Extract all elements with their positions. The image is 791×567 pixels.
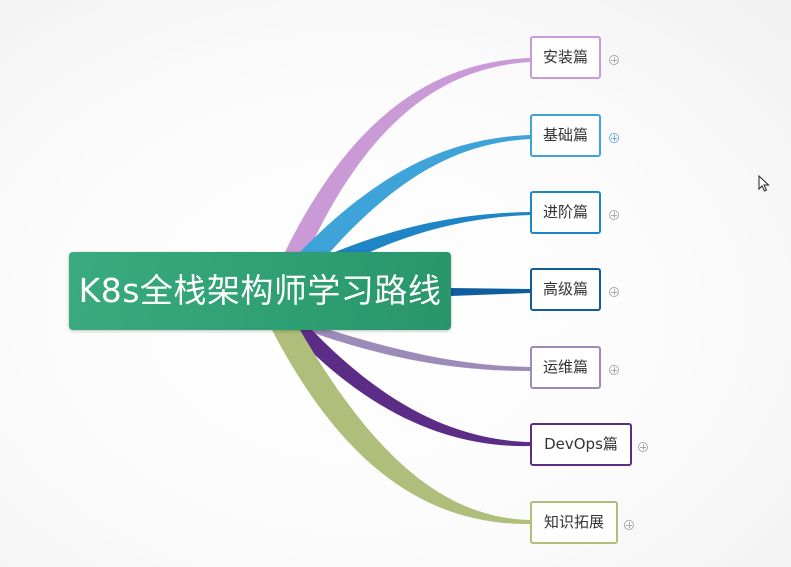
branch-connector-zhishi <box>272 330 530 525</box>
branch-connector-devops <box>290 330 530 447</box>
branch-connector-jichu <box>300 135 530 252</box>
expand-anzhuang-plus-icon[interactable] <box>609 55 619 65</box>
expand-zhishi-plus-icon[interactable] <box>624 520 634 530</box>
expand-jinjie-plus-icon[interactable] <box>609 210 619 220</box>
topic-zhishi[interactable]: 知识拓展 <box>530 501 618 544</box>
expand-jichu-plus-icon[interactable] <box>609 133 619 143</box>
central-topic[interactable]: K8s全栈架构师学习路线 <box>69 252 451 330</box>
branch-connector-jinjie <box>335 212 530 252</box>
branch-connector-gaoji <box>451 288 530 296</box>
branch-connector-anzhuang <box>285 58 530 252</box>
topic-jichu[interactable]: 基础篇 <box>530 114 601 157</box>
topic-yunwei[interactable]: 运维篇 <box>530 346 601 389</box>
expand-yunwei-plus-icon[interactable] <box>609 365 619 375</box>
topic-anzhuang[interactable]: 安装篇 <box>530 36 601 79</box>
branch-connector-yunwei <box>305 330 530 371</box>
expand-gaoji-plus-icon[interactable] <box>609 287 619 297</box>
topic-gaoji[interactable]: 高级篇 <box>530 268 601 311</box>
arrow-cursor-icon <box>758 175 770 192</box>
topic-devops[interactable]: DevOps篇 <box>530 423 632 466</box>
topic-jinjie[interactable]: 进阶篇 <box>530 191 601 234</box>
expand-devops-plus-icon[interactable] <box>638 442 648 452</box>
